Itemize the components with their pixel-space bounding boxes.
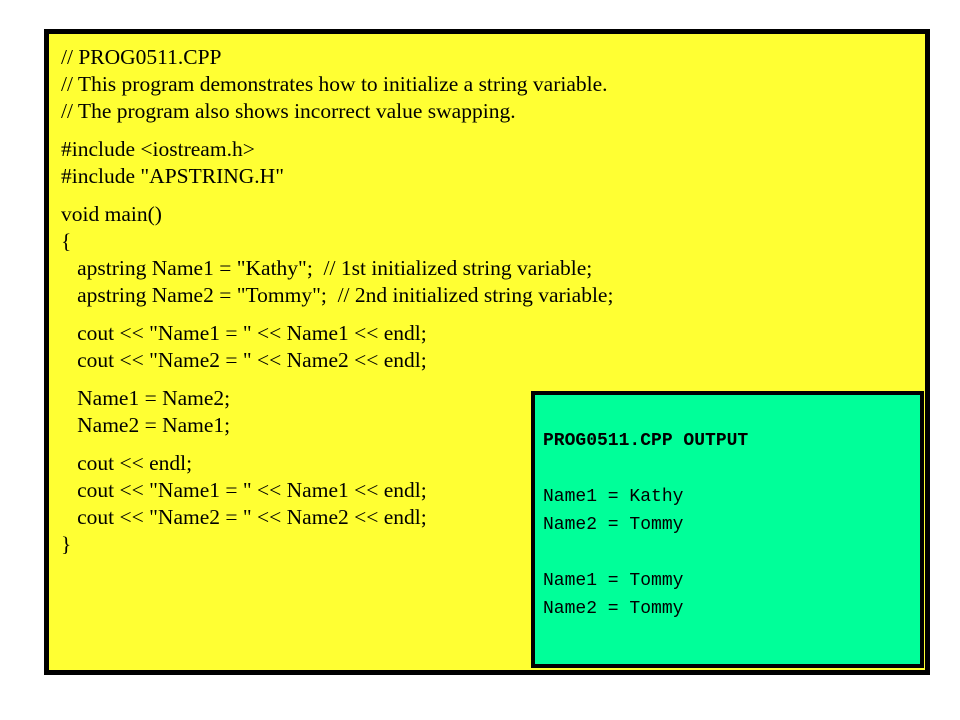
code-gap	[61, 125, 925, 136]
code-closing-brace: }	[61, 532, 72, 556]
code-comment-line: // This program demonstrates how to init…	[61, 72, 608, 96]
output-title: PROG0511.CPP OUTPUT	[543, 431, 749, 451]
source-code: // PROG0511.CPP // This program demonstr…	[61, 44, 925, 558]
code-include-line: #include "APSTRING.H"	[61, 164, 284, 188]
code-main-line: void main()	[61, 202, 162, 226]
output-line: Name1 = Kathy	[543, 487, 684, 507]
output-line: Name2 = Tommy	[543, 599, 684, 619]
slide: // PROG0511.CPP // This program demonstr…	[44, 29, 930, 675]
code-main-line: {	[61, 229, 72, 253]
output-line: Name1 = Tommy	[543, 571, 684, 591]
program-output-box: PROG0511.CPP OUTPUT Name1 = Kathy Name2 …	[531, 391, 924, 668]
code-output-line: cout << endl;	[61, 451, 193, 475]
code-gap	[61, 374, 925, 385]
code-comment-line: // PROG0511.CPP	[61, 45, 222, 69]
code-declaration-line: apstring Name2 = "Tommy"; // 2nd initial…	[61, 283, 614, 307]
code-gap	[61, 190, 925, 201]
code-assignment-line: Name1 = Name2;	[61, 386, 231, 410]
code-comment-line: // The program also shows incorrect valu…	[61, 99, 516, 123]
code-include-line: #include <iostream.h>	[61, 137, 255, 161]
code-output-line: cout << "Name2 = " << Name2 << endl;	[61, 348, 427, 372]
code-output-line: cout << "Name2 = " << Name2 << endl;	[61, 505, 427, 529]
code-declaration-line: apstring Name1 = "Kathy"; // 1st initial…	[61, 256, 593, 280]
code-gap	[61, 309, 925, 320]
output-gap	[543, 455, 920, 483]
code-assignment-line: Name2 = Name1;	[61, 413, 231, 437]
output-line: Name2 = Tommy	[543, 515, 684, 535]
code-output-line: cout << "Name1 = " << Name1 << endl;	[61, 478, 427, 502]
code-output-line: cout << "Name1 = " << Name1 << endl;	[61, 321, 427, 345]
output-gap	[543, 539, 920, 567]
